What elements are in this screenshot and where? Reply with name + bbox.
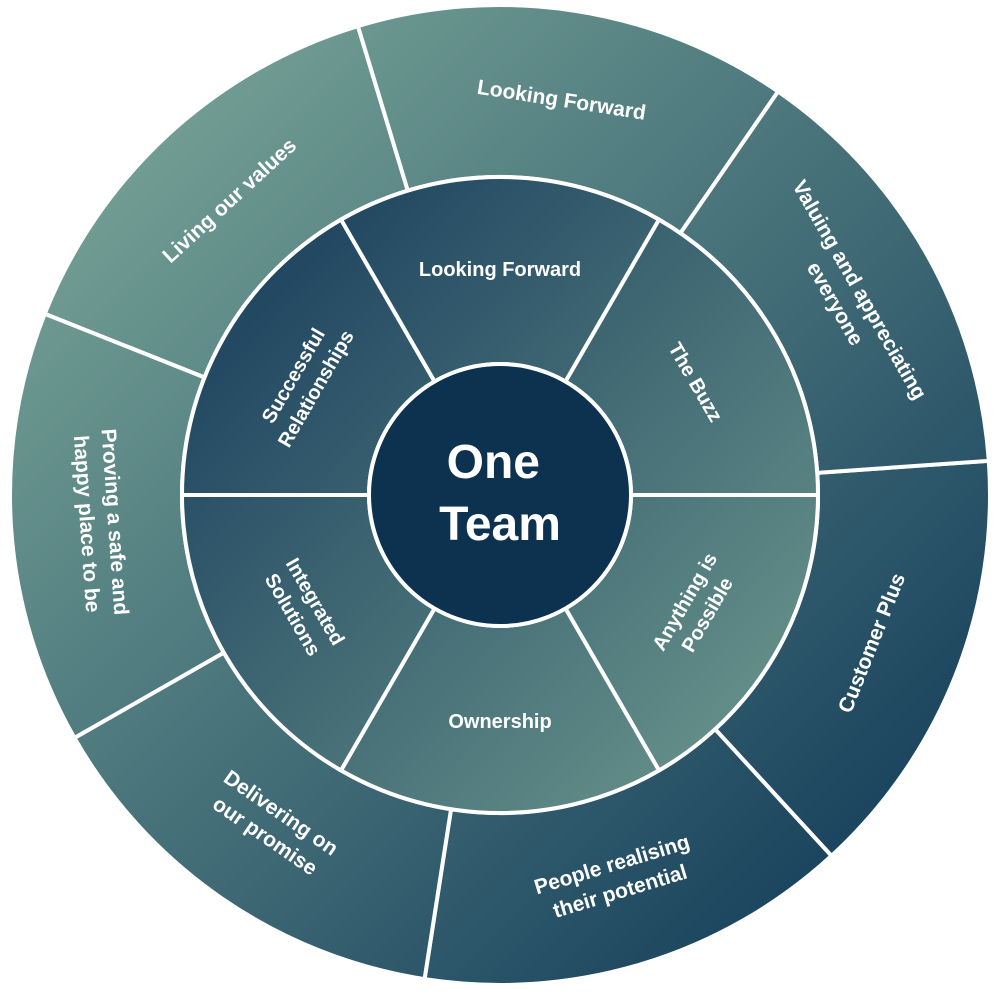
middle-segment: The Buzz	[562, 216, 821, 497]
outer-segment: Looking Forward	[355, 3, 781, 236]
middle-segment-label-line: Looking Forward	[419, 259, 581, 281]
middle-segment-label: Looking Forward	[419, 259, 581, 281]
middle-segment-label-line: Ownership	[448, 711, 551, 733]
middle-segment: Looking Forward	[338, 175, 662, 385]
middle-segment: IntegratedSolutions	[179, 493, 438, 774]
outer-segment: People realisingtheir potential	[422, 726, 835, 987]
middle-segment-label: Ownership	[448, 711, 551, 733]
middle-segment: SuccessfulRelationships	[179, 216, 438, 497]
center-circle	[367, 362, 633, 628]
center-title: One Team	[439, 436, 561, 551]
outer-segment: Customer Plus	[712, 458, 992, 859]
outer-segment: Living our values	[42, 23, 411, 380]
center-hub: One Team	[367, 362, 633, 628]
center-title-line: One	[447, 436, 540, 489]
center-title-line: Team	[439, 498, 561, 551]
outer-segment: Proving a safe andhappy place to be	[8, 311, 227, 741]
